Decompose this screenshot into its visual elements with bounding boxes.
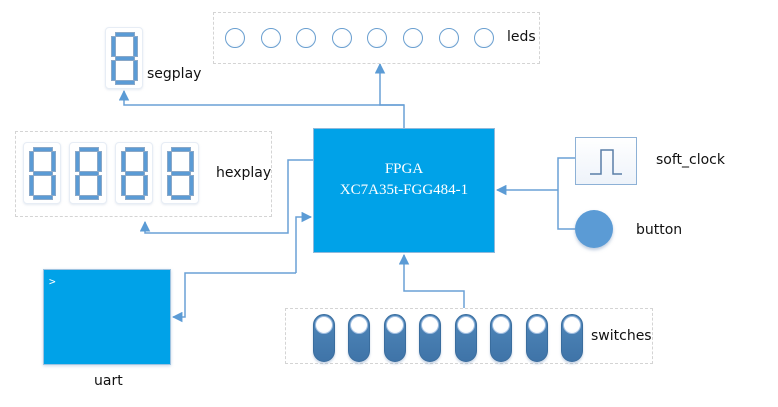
switch-knob <box>457 316 475 334</box>
segment <box>75 151 80 172</box>
hexplay-digit <box>161 142 199 204</box>
hexplay-digit <box>69 142 107 204</box>
segment <box>171 171 191 176</box>
wire-button <box>557 190 575 230</box>
push-button[interactable] <box>575 210 613 248</box>
toggle-switch[interactable] <box>313 314 335 362</box>
segment <box>33 195 53 200</box>
toggle-switch[interactable] <box>455 314 477 362</box>
segment <box>125 147 145 152</box>
uart-terminal[interactable]: > <box>43 269 171 365</box>
switch-knob <box>421 316 439 334</box>
segment <box>125 195 145 200</box>
led[interactable] <box>367 28 387 48</box>
wire-fpga-to-segplay <box>118 89 404 106</box>
uart-prompt: > <box>49 275 56 288</box>
led[interactable] <box>225 28 245 48</box>
wire-switches-to-fpga <box>398 253 465 308</box>
switch-knob <box>492 316 510 334</box>
soft-clock-label: soft_clock <box>656 152 725 168</box>
segment <box>79 171 99 176</box>
switch-knob <box>315 316 333 334</box>
toggle-switch[interactable] <box>384 314 406 362</box>
segment <box>75 175 80 196</box>
toggle-switch[interactable] <box>419 314 441 362</box>
segment <box>33 147 53 152</box>
segment <box>167 175 172 196</box>
toggle-switch[interactable] <box>490 314 512 362</box>
segment <box>111 60 116 81</box>
segment <box>97 151 102 172</box>
led[interactable] <box>332 28 352 48</box>
fpga-part-number: XC7A35t-FGG484-1 <box>339 182 469 198</box>
led[interactable] <box>296 28 316 48</box>
segment <box>51 175 56 196</box>
segment <box>143 151 148 172</box>
segment <box>97 175 102 196</box>
button-label: button <box>636 222 683 238</box>
segment <box>51 151 56 172</box>
toggle-switch[interactable] <box>561 314 583 362</box>
hexplay-digit <box>115 142 153 204</box>
wire-uart-to-fpga <box>295 211 313 273</box>
segment <box>189 151 194 172</box>
uart-label: uart <box>94 373 123 389</box>
segment <box>125 171 145 176</box>
segment <box>171 195 191 200</box>
led[interactable] <box>261 28 281 48</box>
segplay-label: segplay <box>147 66 202 82</box>
segment <box>133 36 138 57</box>
fpga-title: FPGA <box>384 161 424 177</box>
segplay-digit <box>105 27 143 89</box>
segment <box>29 175 34 196</box>
toggle-switch[interactable] <box>526 314 548 362</box>
hexplay-digit <box>23 142 61 204</box>
wire-clock <box>557 157 575 190</box>
segment <box>189 175 194 196</box>
soft-clock-block[interactable] <box>575 137 637 185</box>
segment <box>143 175 148 196</box>
segment <box>121 175 126 196</box>
toggle-switch[interactable] <box>348 314 370 362</box>
switch-knob <box>350 316 368 334</box>
led[interactable] <box>439 28 459 48</box>
segment <box>79 195 99 200</box>
switch-knob <box>563 316 581 334</box>
segment <box>167 151 172 172</box>
segment <box>115 56 135 61</box>
segment <box>115 80 135 85</box>
segment <box>33 171 53 176</box>
switches-label: switches <box>591 328 652 344</box>
switch-knob <box>528 316 546 334</box>
wire-fpga-to-leds <box>374 62 405 128</box>
led[interactable] <box>403 28 423 48</box>
hexplay-label: hexplay <box>216 165 272 181</box>
segment <box>121 151 126 172</box>
segment <box>79 147 99 152</box>
segment <box>29 151 34 172</box>
fpga-block: FPGA XC7A35t-FGG484-1 <box>313 128 495 253</box>
leds-label: leds <box>507 29 536 45</box>
led[interactable] <box>474 28 494 48</box>
wire-fpga-to-uart <box>171 272 296 323</box>
segment <box>111 36 116 57</box>
square-wave-icon <box>590 149 622 175</box>
switch-knob <box>386 316 404 334</box>
segment <box>133 60 138 81</box>
segment <box>115 32 135 37</box>
segment <box>171 147 191 152</box>
